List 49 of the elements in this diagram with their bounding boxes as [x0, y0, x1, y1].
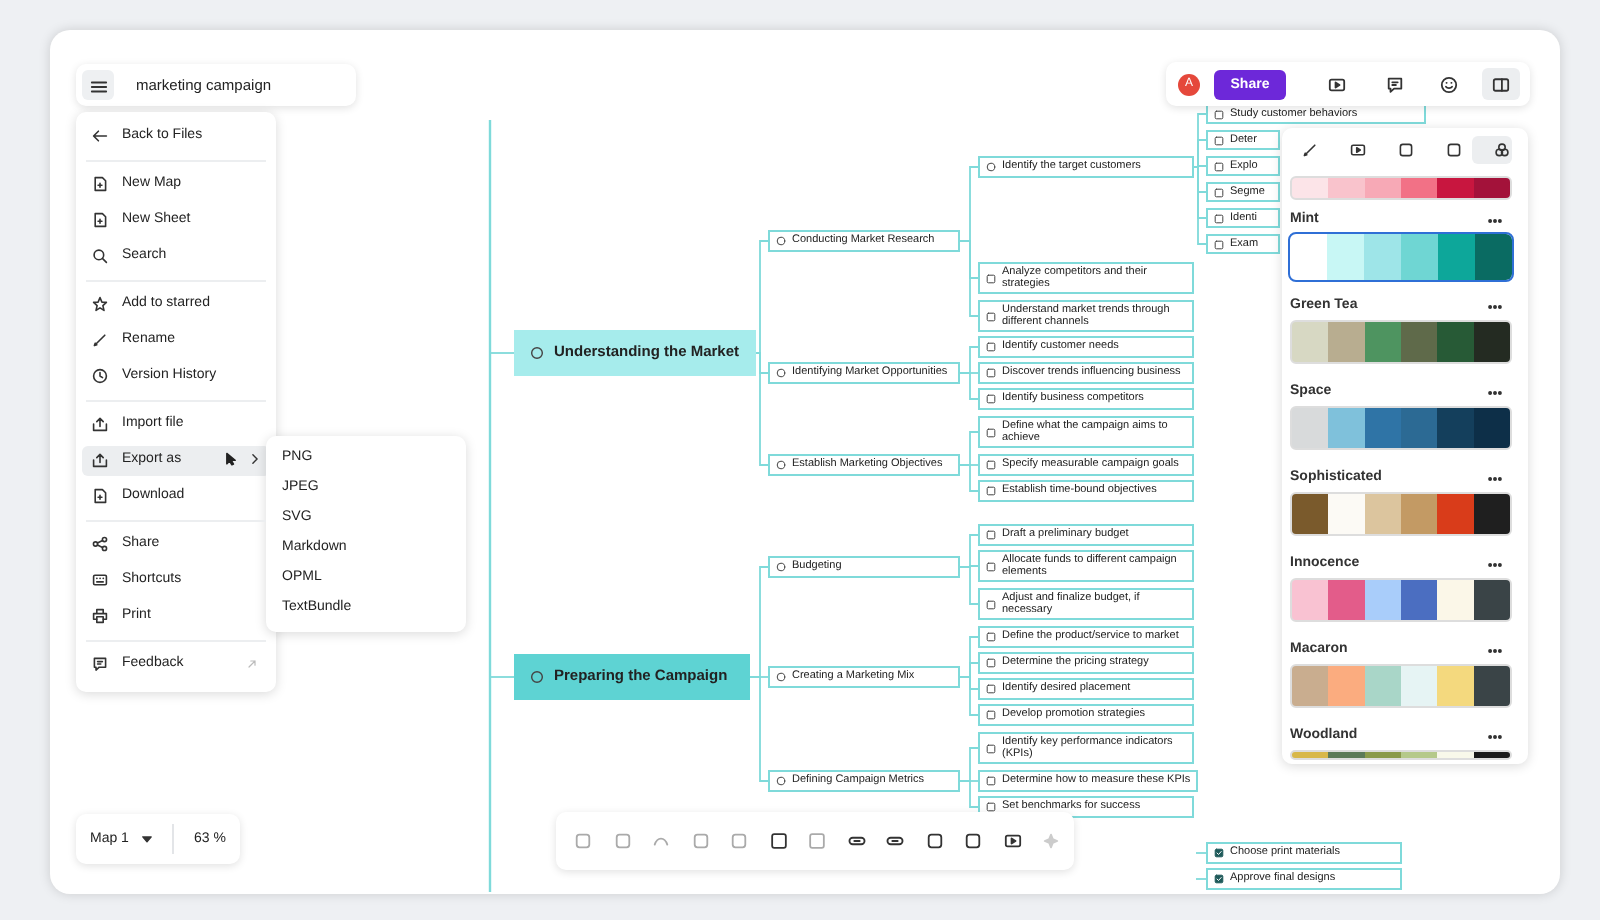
task-box [978, 336, 1194, 358]
task-box [1206, 208, 1280, 228]
connector-line [1195, 878, 1207, 880]
task-box [978, 770, 1199, 792]
task-box [978, 678, 1194, 700]
connector-line [755, 352, 769, 466]
task-box [1206, 868, 1402, 890]
connector-line [755, 240, 769, 354]
subtopic-box [768, 230, 960, 252]
connector-line [489, 352, 515, 354]
task-box [978, 480, 1194, 502]
task-box [978, 652, 1194, 674]
subtopic-box [768, 770, 960, 792]
connector-line [959, 464, 979, 492]
task-box [978, 262, 1194, 294]
task-box [978, 588, 1194, 620]
task-box [978, 416, 1194, 448]
connector-line [959, 372, 979, 400]
subtopic-box [768, 362, 960, 384]
task-box [1206, 104, 1426, 124]
task-box [978, 362, 1194, 384]
task-box [978, 626, 1194, 648]
connector-line [489, 676, 515, 678]
connector-line [959, 780, 979, 808]
task-box [978, 550, 1194, 582]
task-box [978, 704, 1194, 726]
topic-box [514, 330, 756, 376]
connector-line [749, 676, 769, 782]
connector-line [959, 566, 979, 605]
connector-line [959, 240, 979, 317]
subtopic-box [768, 666, 960, 688]
task-box [978, 388, 1194, 410]
task-box [1206, 842, 1402, 864]
connector-line [1193, 139, 1207, 168]
task-box [1206, 182, 1280, 202]
topic-box [514, 654, 750, 700]
subtopic-box [978, 156, 1194, 178]
task-box [978, 524, 1194, 546]
task-box [978, 300, 1194, 332]
connector-line [1195, 852, 1207, 854]
task-box [978, 732, 1194, 764]
subtopic-box [768, 454, 960, 476]
task-box [1206, 130, 1280, 150]
task-box [1206, 234, 1280, 254]
subtopic-box [768, 556, 960, 578]
connector-line [1193, 166, 1207, 245]
task-box [1206, 156, 1280, 176]
connector-line [959, 676, 979, 716]
task-box [978, 454, 1194, 476]
